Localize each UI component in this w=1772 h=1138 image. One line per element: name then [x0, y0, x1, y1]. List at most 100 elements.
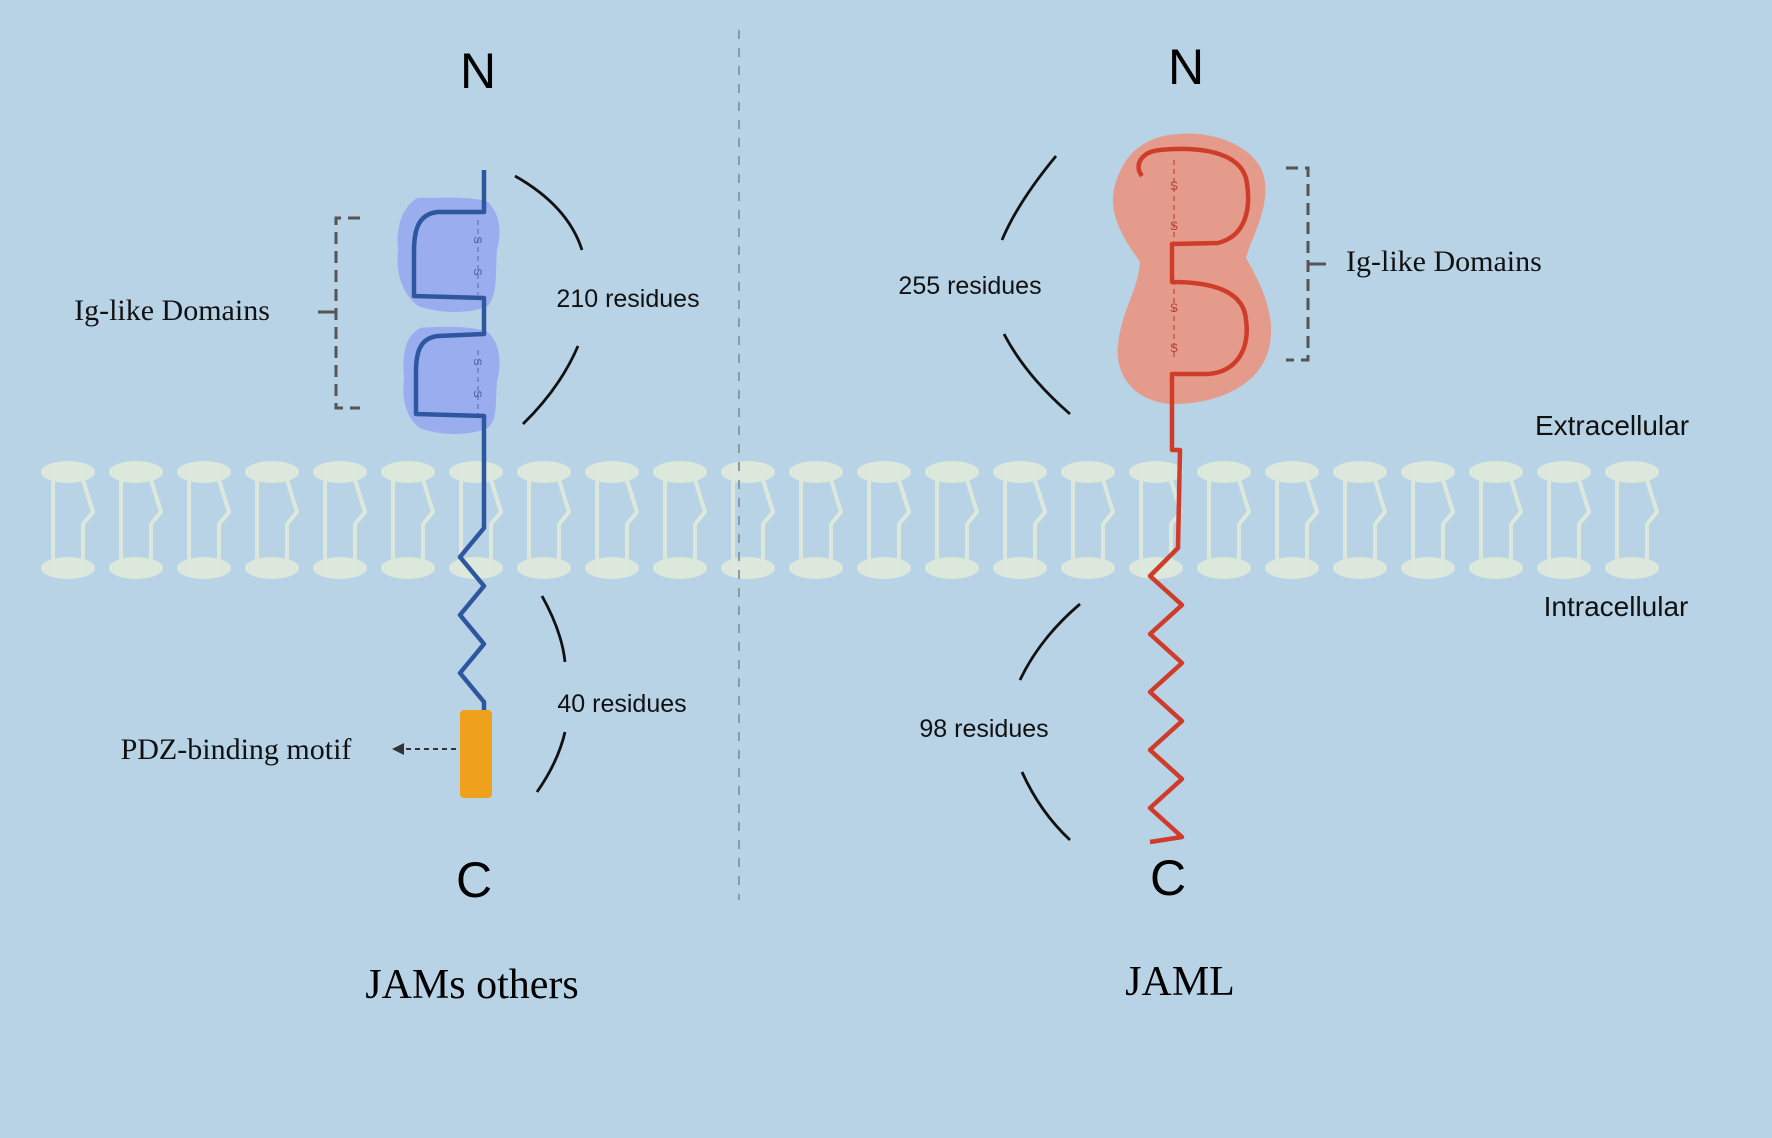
lipid-tails — [255, 479, 299, 560]
lipid-tails — [51, 479, 95, 560]
lipid-head-outer — [653, 461, 707, 483]
lipid-head-outer — [381, 461, 435, 483]
phospholipid-pair — [517, 461, 571, 579]
lipid-head-outer — [925, 461, 979, 483]
polypeptide-chain — [1136, 146, 1251, 845]
phospholipid-pair — [109, 461, 163, 579]
left-panel-title: JAMs others — [365, 962, 579, 1008]
lipid-head-inner — [789, 557, 843, 579]
lipid-head-outer — [1061, 461, 1115, 483]
lipid-tails — [799, 479, 843, 560]
right-c-terminus: C — [1150, 850, 1186, 906]
lipid-head-inner — [109, 557, 163, 579]
phospholipid-pair — [41, 461, 95, 579]
lipid-head-outer — [1265, 461, 1319, 483]
phospholipid-pair — [721, 461, 775, 579]
lipid-head-outer — [1605, 461, 1659, 483]
pdz-arrow-head — [392, 743, 404, 755]
jams-others-protein: S S S S — [318, 170, 584, 798]
lipid-head-outer — [1197, 461, 1251, 483]
disulfide-mark-3: S — [1170, 301, 1178, 315]
phospholipid-pair — [245, 461, 299, 579]
lipid-head-inner — [177, 557, 231, 579]
lipid-head-outer — [449, 461, 503, 483]
lipid-head-outer — [109, 461, 163, 483]
jaml-protein: S S S S — [1000, 133, 1326, 845]
phospholipid-pair — [789, 461, 843, 579]
phospholipid-pair — [1401, 461, 1455, 579]
disulfide-mark-3: S — [471, 358, 483, 365]
pdz-binding-motif-label: PDZ-binding motif — [121, 733, 352, 766]
phospholipid-pair — [1469, 461, 1523, 579]
right-intracellular-length: 98 residues — [919, 715, 1048, 743]
phospholipid-pair — [585, 461, 639, 579]
phospholipid-pair — [1061, 461, 1115, 579]
lipid-tails — [595, 479, 639, 560]
left-domains-label: Ig-like Domains — [74, 294, 270, 327]
phospholipid-pair — [1333, 461, 1387, 579]
lipid-head-outer — [993, 461, 1047, 483]
right-extracellular-length: 255 residues — [898, 272, 1041, 300]
extracellular-arc-top — [1000, 155, 1058, 241]
phospholipid-pair — [653, 461, 707, 579]
ig-domain-1 — [397, 197, 500, 312]
lipid-tails — [1207, 479, 1251, 560]
lipid-head-outer — [313, 461, 367, 483]
lipid-head-outer — [857, 461, 911, 483]
lipid-tails — [1071, 479, 1115, 560]
lipid-head-inner — [1061, 557, 1115, 579]
lipid-head-inner — [245, 557, 299, 579]
left-intracellular-length: 40 residues — [557, 690, 686, 718]
lipid-head-inner — [1265, 557, 1319, 579]
disulfide-mark-2: S — [1170, 219, 1178, 233]
lipid-tails — [1479, 479, 1523, 560]
extracellular-label: Extracellular — [1535, 410, 1689, 441]
lipid-head-outer — [789, 461, 843, 483]
lipid-tails — [119, 479, 163, 560]
phospholipid-pair — [1537, 461, 1591, 579]
lipid-tails — [1615, 479, 1659, 560]
pdz-binding-motif-box — [460, 710, 492, 798]
lipid-tails — [731, 479, 775, 560]
phospholipid-pair — [177, 461, 231, 579]
lipid-head-outer — [1129, 461, 1183, 483]
intracellular-arc-bottom — [535, 731, 567, 793]
right-domains-label: Ig-like Domains — [1346, 245, 1542, 278]
phospholipid-pair — [993, 461, 1047, 579]
lipid-head-inner — [925, 557, 979, 579]
phospholipid-pair — [1265, 461, 1319, 579]
phospholipid-pair — [1129, 461, 1183, 579]
lipid-head-inner — [653, 557, 707, 579]
lipid-head-outer — [585, 461, 639, 483]
lipid-head-inner — [721, 557, 775, 579]
intracellular-label: Intracellular — [1544, 591, 1689, 622]
lipid-head-inner — [1469, 557, 1523, 579]
phospholipid-pair — [381, 461, 435, 579]
lipid-head-inner — [1197, 557, 1251, 579]
phospholipid-pair — [857, 461, 911, 579]
lipid-head-outer — [1537, 461, 1591, 483]
lipid-tails — [187, 479, 231, 560]
lipid-head-inner — [1333, 557, 1387, 579]
extracellular-arc-top — [514, 174, 584, 251]
ig-domain-2 — [403, 326, 500, 434]
right-panel-title: JAML — [1125, 959, 1235, 1005]
lipid-tails — [527, 479, 571, 560]
lipid-head-inner — [517, 557, 571, 579]
left-extracellular-length: 210 residues — [556, 285, 699, 313]
left-c-terminus: C — [456, 852, 492, 908]
phospholipid-pair — [313, 461, 367, 579]
lipid-tails — [867, 479, 911, 560]
lipid-head-inner — [313, 557, 367, 579]
lipid-head-outer — [517, 461, 571, 483]
lipid-tails — [323, 479, 367, 560]
ig-domain-fused — [1113, 133, 1272, 404]
phospholipid-pair — [1605, 461, 1659, 579]
lipid-tails — [1275, 479, 1319, 560]
lipid-tails — [1343, 479, 1387, 560]
extracellular-arc-bottom — [522, 345, 580, 426]
lipid-tails — [935, 479, 979, 560]
lipid-head-outer — [177, 461, 231, 483]
disulfide-mark-1: S — [1170, 179, 1178, 193]
